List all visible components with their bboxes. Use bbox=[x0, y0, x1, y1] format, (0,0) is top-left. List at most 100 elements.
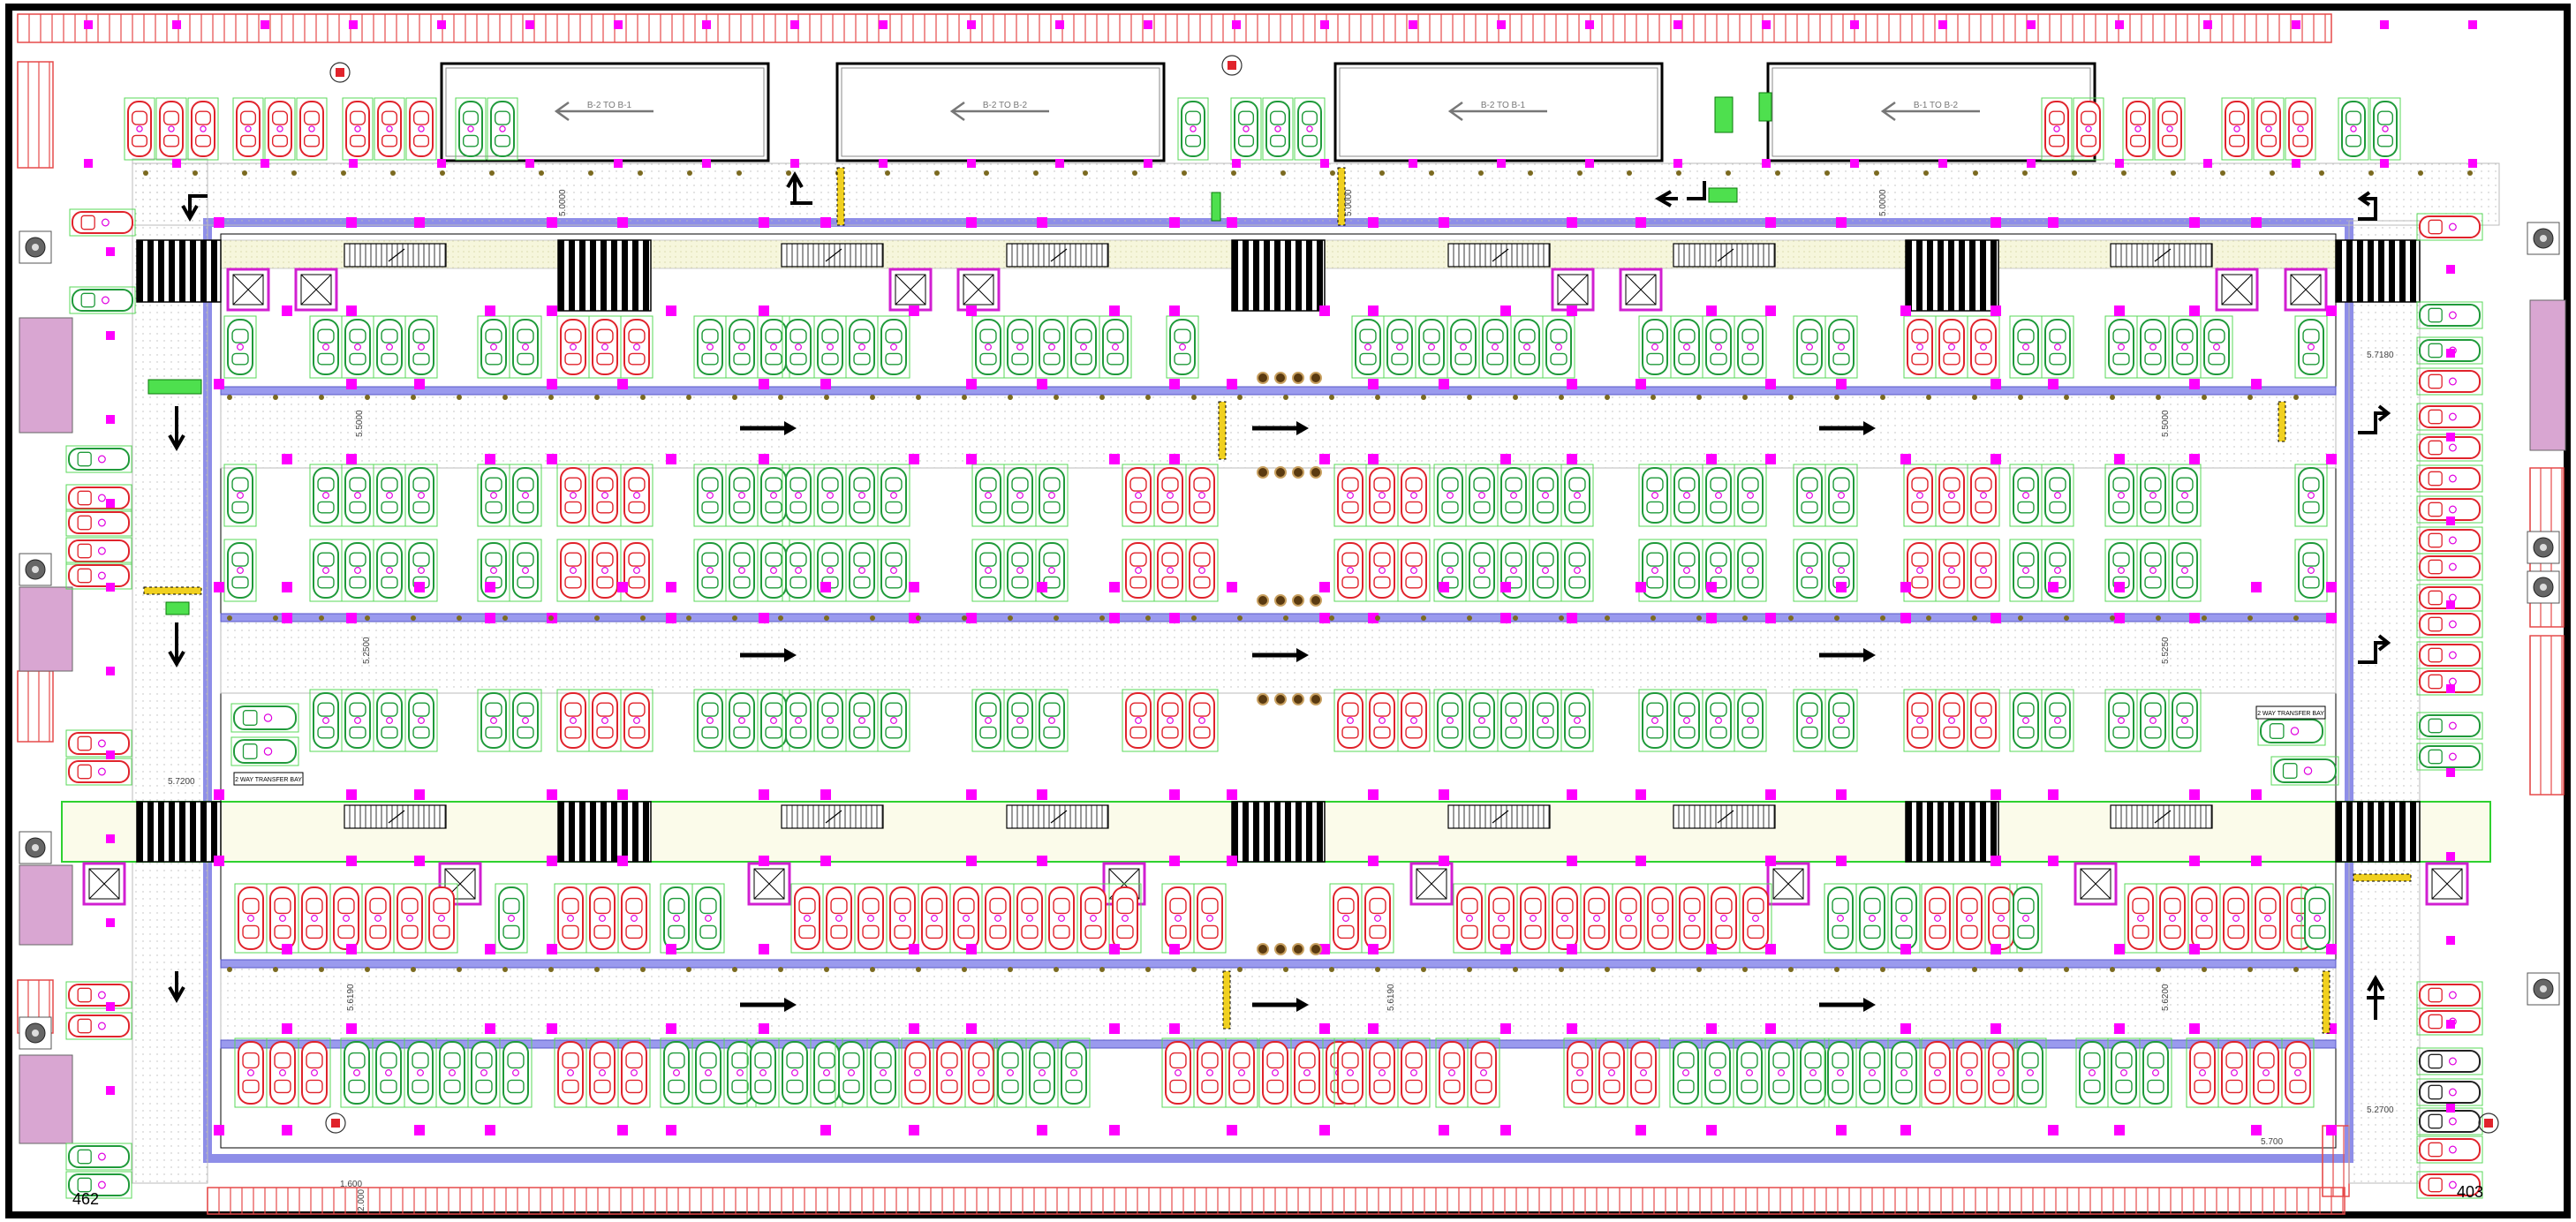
staircase-icon bbox=[1006, 804, 1109, 829]
car-icon bbox=[495, 883, 528, 954]
light-fixture bbox=[1834, 615, 1839, 621]
car-icon bbox=[790, 883, 824, 954]
zebra-crossing-icon bbox=[1905, 239, 1999, 312]
car-icon bbox=[2041, 97, 2073, 161]
car-icon bbox=[1099, 315, 1132, 379]
column bbox=[1706, 613, 1717, 623]
light-fixture bbox=[365, 395, 370, 400]
light-fixture bbox=[824, 615, 829, 621]
car-icon bbox=[509, 315, 542, 379]
column bbox=[346, 306, 357, 316]
light-fixture bbox=[732, 967, 737, 972]
car-icon bbox=[2369, 97, 2401, 161]
car-icon bbox=[588, 539, 622, 602]
car-icon bbox=[1333, 689, 1367, 752]
column bbox=[2251, 582, 2262, 592]
light-fixture bbox=[1880, 967, 1885, 972]
column bbox=[2446, 852, 2455, 861]
column bbox=[1368, 379, 1379, 389]
column bbox=[1109, 306, 1120, 316]
car-icon bbox=[1230, 97, 1262, 161]
car-icon bbox=[2200, 315, 2233, 379]
car-icon bbox=[2294, 464, 2328, 527]
fan-icon bbox=[1274, 372, 1287, 384]
column bbox=[1037, 1125, 1047, 1135]
staircase-icon bbox=[1447, 243, 1551, 268]
light-fixture bbox=[2202, 395, 2207, 400]
light-fixture bbox=[778, 395, 783, 400]
column bbox=[2446, 1104, 2455, 1113]
column bbox=[1232, 159, 1241, 168]
arrow-right-icon bbox=[1252, 421, 1309, 435]
column bbox=[702, 20, 711, 29]
car-icon bbox=[1185, 464, 1219, 527]
car-icon bbox=[477, 464, 510, 527]
column bbox=[1368, 613, 1379, 623]
light-fixture bbox=[1421, 967, 1426, 972]
light-fixture bbox=[1651, 395, 1656, 400]
car-icon bbox=[1225, 1037, 1258, 1108]
car-icon bbox=[1161, 1037, 1195, 1108]
fan-icon bbox=[1310, 943, 1322, 955]
column bbox=[2048, 217, 2059, 228]
car-icon bbox=[309, 689, 343, 752]
car-icon bbox=[374, 97, 405, 161]
car-icon bbox=[554, 883, 587, 954]
column bbox=[282, 944, 292, 954]
car-icon bbox=[2073, 97, 2104, 161]
car-icon bbox=[341, 315, 374, 379]
car-icon bbox=[2416, 1171, 2483, 1199]
light-fixture bbox=[1283, 615, 1288, 621]
car-icon bbox=[1365, 689, 1399, 752]
car-icon bbox=[1397, 689, 1431, 752]
car-icon bbox=[1638, 464, 1672, 527]
column bbox=[1635, 1125, 1646, 1135]
column bbox=[879, 159, 888, 168]
car-icon bbox=[1824, 539, 1858, 602]
arrow-left-icon bbox=[1447, 101, 1547, 122]
light-fixture bbox=[489, 170, 495, 176]
car-icon bbox=[1465, 689, 1499, 752]
car-icon bbox=[1433, 464, 1467, 527]
car-icon bbox=[361, 883, 395, 954]
column bbox=[2189, 306, 2200, 316]
light-fixture bbox=[1329, 395, 1334, 400]
car-icon bbox=[1333, 1037, 1367, 1108]
car-icon bbox=[854, 883, 888, 954]
light-fixture bbox=[1696, 395, 1702, 400]
staircase-icon bbox=[1447, 804, 1551, 829]
column bbox=[2446, 349, 2455, 358]
car-icon bbox=[1793, 315, 1826, 379]
car-icon bbox=[757, 689, 790, 752]
arrow-right-icon bbox=[740, 998, 797, 1012]
column bbox=[1706, 454, 1717, 464]
light-fixture bbox=[594, 615, 600, 621]
column bbox=[485, 944, 495, 954]
column bbox=[547, 217, 557, 228]
column bbox=[1765, 306, 1776, 316]
car-icon bbox=[1433, 689, 1467, 752]
car-icon bbox=[1734, 689, 1767, 752]
column bbox=[1991, 306, 2001, 316]
car-icon bbox=[2338, 97, 2369, 161]
car-icon bbox=[1670, 315, 1703, 379]
car-icon bbox=[2009, 539, 2043, 602]
right-strip-b bbox=[2529, 635, 2565, 796]
car-icon bbox=[2168, 539, 2202, 602]
column bbox=[614, 20, 623, 29]
column bbox=[820, 789, 831, 800]
car-icon bbox=[1595, 1037, 1628, 1108]
equipment-marker bbox=[165, 601, 190, 615]
light-fixture bbox=[2064, 967, 2069, 972]
light-fixture bbox=[1478, 170, 1484, 176]
ramp-label: B-1 TO B-2 bbox=[1914, 101, 1959, 110]
car-icon bbox=[329, 883, 363, 954]
column bbox=[1227, 1125, 1237, 1135]
light-fixture bbox=[1651, 967, 1656, 972]
column bbox=[214, 379, 224, 389]
column bbox=[1037, 582, 1047, 592]
car-icon bbox=[65, 1143, 132, 1171]
car-icon bbox=[813, 315, 847, 379]
car-icon bbox=[691, 883, 725, 954]
lift-core-icon bbox=[2425, 862, 2469, 906]
